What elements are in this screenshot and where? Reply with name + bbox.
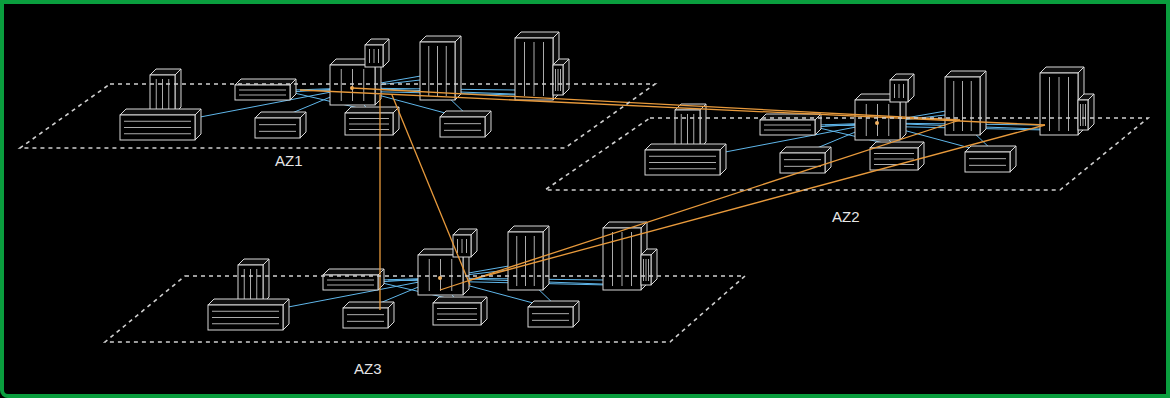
server-box xyxy=(440,111,491,137)
zone-label: AZ3 xyxy=(352,360,384,378)
zone-devices xyxy=(120,32,569,140)
availability-zone: AZ1 xyxy=(18,36,658,174)
server-box xyxy=(528,301,579,327)
server-box xyxy=(645,144,726,175)
server-box xyxy=(323,269,384,290)
server-box xyxy=(208,299,289,330)
inter-zone-link xyxy=(392,95,470,285)
server-tower xyxy=(945,71,986,135)
server-tower xyxy=(890,74,914,102)
server-tower xyxy=(150,69,181,113)
server-box xyxy=(120,109,201,140)
zone-platform-outline xyxy=(18,36,658,174)
server-box xyxy=(965,146,1016,172)
availability-zone: AZ2 xyxy=(540,72,1160,230)
inter-zone-link xyxy=(379,95,380,310)
zone-platform-outline xyxy=(540,72,1160,230)
server-box xyxy=(235,79,296,100)
zone-label: AZ2 xyxy=(830,208,862,226)
server-tower xyxy=(553,59,569,95)
hub-dot xyxy=(875,121,879,125)
server-tower xyxy=(603,222,647,290)
zone-platform-outline xyxy=(100,225,750,382)
availability-zone: AZ3 xyxy=(100,225,750,382)
server-tower xyxy=(675,104,706,148)
server-box xyxy=(343,302,394,328)
server-tower xyxy=(238,259,269,303)
server-tower xyxy=(1040,67,1084,135)
server-tower xyxy=(420,36,461,100)
server-tower xyxy=(365,39,389,67)
server-box xyxy=(780,147,831,173)
inter-zone-link xyxy=(300,90,1045,125)
server-box xyxy=(760,114,821,135)
server-tower xyxy=(641,249,657,285)
inter-zone-link xyxy=(352,88,960,120)
server-box xyxy=(255,112,306,138)
server-tower xyxy=(515,32,559,100)
server-box xyxy=(433,297,487,325)
server-tower xyxy=(508,226,549,290)
server-box xyxy=(345,107,399,135)
zone-devices xyxy=(645,67,1094,175)
server-tower xyxy=(1078,94,1094,130)
inter-zone-link xyxy=(440,120,960,290)
zone-label: AZ1 xyxy=(273,152,305,170)
